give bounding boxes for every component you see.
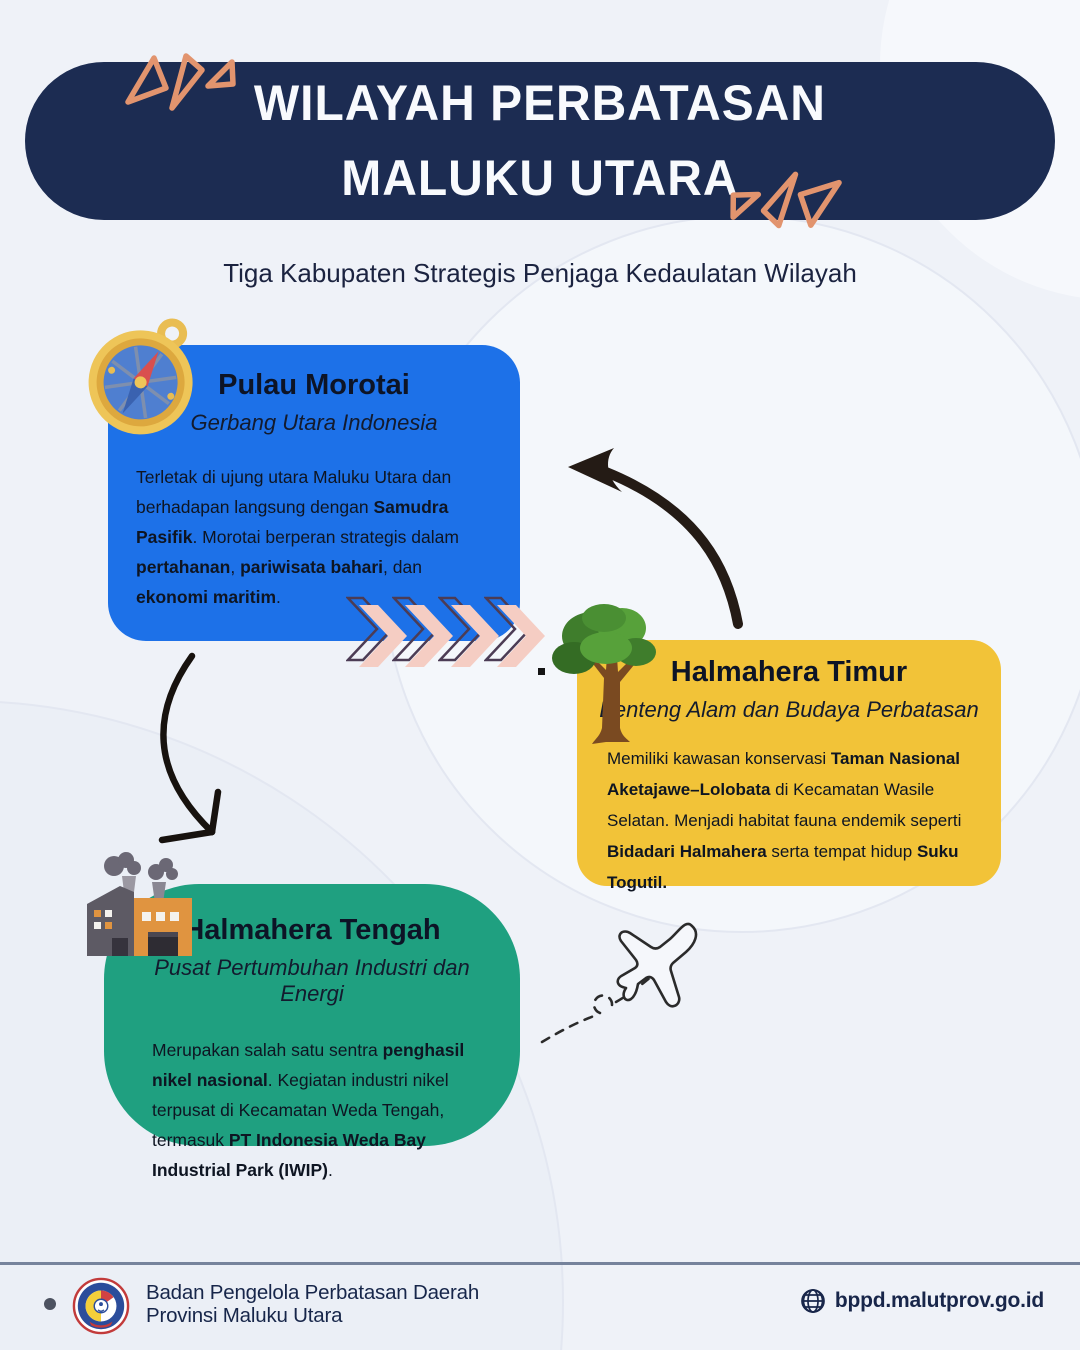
sketch-arrow-icon	[730, 171, 842, 229]
globe-icon	[801, 1289, 825, 1313]
paper-plane-doodle-icon	[540, 922, 698, 1044]
factory-icon	[87, 852, 192, 956]
footer-org-line1: Badan Pengelola Perbatasan Daerah	[146, 1281, 480, 1304]
page-title: WILAYAH PERBATASAN MALUKU UTARA	[254, 66, 826, 216]
page-title-line1: WILAYAH PERBATASAN	[253, 75, 827, 131]
chevron-right-icon-row	[346, 594, 545, 674]
footer: Badan Pengelola Perbatasan Daerah Provin…	[0, 1265, 1080, 1350]
footer-website-url: bppd.malutprov.go.id	[834, 1289, 1044, 1312]
footer-organization: Badan Pengelola Perbatasan Daerah Provin…	[146, 1281, 479, 1327]
card-tagline: Benteng Alam dan Budaya Perbatasan	[599, 697, 979, 722]
poster-subtitle: Tiga Kabupaten Strategis Penjaga Kedaula…	[223, 258, 857, 288]
bullet-dot	[44, 1298, 56, 1310]
chevron-right-icon	[484, 596, 545, 667]
footer-website: bppd.malutprov.go.id	[800, 1288, 1044, 1314]
footer-org-line2: Provinsi Maluku Utara	[146, 1304, 343, 1327]
bppd-logo	[72, 1277, 130, 1335]
card-body: Merupakan salah satu sentra penghasil ni…	[152, 1040, 465, 1180]
chevron-right-icon	[346, 596, 407, 667]
dot-accent	[538, 668, 545, 675]
card-body: Terletak di ujung utara Maluku Utara dan…	[136, 467, 459, 607]
card-halmahera-tengah: Halmahera Tengah Pusat Pertumbuhan Indus…	[104, 884, 520, 1180]
footer-divider	[0, 1262, 1080, 1265]
card-tagline: Gerbang Utara Indonesia	[190, 410, 438, 435]
chevron-right-icon	[392, 596, 453, 667]
header-banner: WILAYAH PERBATASAN MALUKU UTARA	[25, 62, 1055, 220]
card-pulau-morotai: Pulau Morotai Gerbang Utara Indonesia Te…	[108, 345, 520, 641]
card-halmahera-timur: Halmahera Timur Benteng Alam dan Budaya …	[577, 640, 1001, 892]
sketch-arrow-icon	[125, 53, 236, 111]
card-body: Memiliki kawasan konservasi Taman Nasion…	[607, 749, 962, 892]
card-title: Halmahera Tengah	[183, 914, 441, 946]
curved-arrow-up-icon	[568, 448, 743, 629]
tree-icon	[552, 604, 656, 744]
curved-arrow-down-icon	[158, 652, 222, 844]
chevron-right-icon	[438, 596, 499, 667]
card-title: Halmahera Timur	[670, 656, 908, 688]
card-tagline: Pusat Pertumbuhan Industri dan Energi	[154, 955, 470, 1006]
page-title-line2: MALUKU UTARA	[341, 150, 739, 206]
compass-icon	[88, 318, 193, 435]
card-title: Pulau Morotai	[218, 369, 410, 401]
